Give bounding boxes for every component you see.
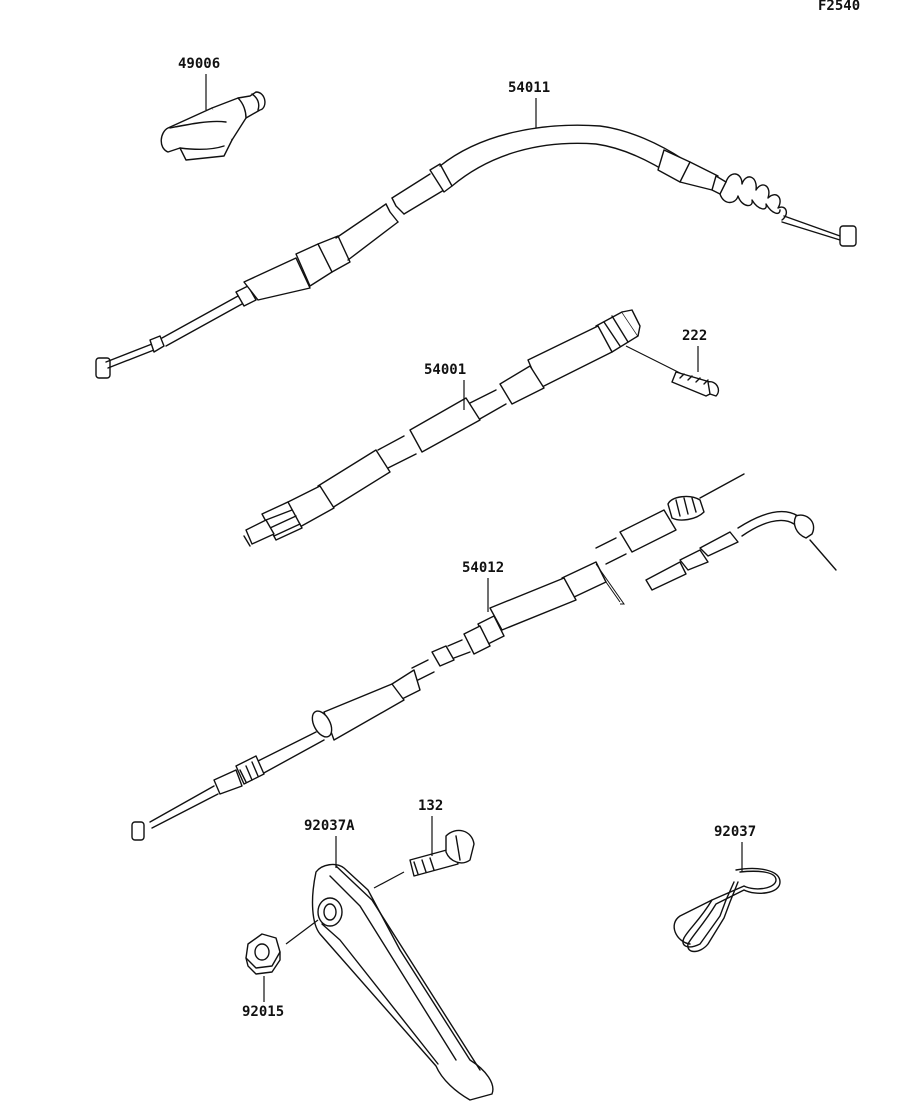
part-222-drawing bbox=[671, 371, 720, 397]
part-label-92015: 92015 bbox=[242, 1004, 284, 1020]
part-92015-drawing bbox=[245, 933, 281, 975]
part-label-92037: 92037 bbox=[714, 824, 756, 840]
part-label-132: 132 bbox=[418, 798, 443, 814]
part-label-54011: 54011 bbox=[508, 80, 550, 96]
part-label-92037A: 92037A bbox=[304, 818, 355, 834]
part-label-54001: 54001 bbox=[424, 362, 466, 378]
part-132-drawing bbox=[409, 829, 475, 877]
part-49006-drawing bbox=[160, 91, 266, 161]
figure-code: F2540 bbox=[818, 0, 860, 14]
part-92037-drawing bbox=[673, 867, 781, 953]
part-54012-drawing bbox=[131, 473, 837, 841]
part-label-54012: 54012 bbox=[462, 560, 504, 576]
part-label-49006: 49006 bbox=[178, 56, 220, 72]
part-label-222: 222 bbox=[682, 328, 707, 344]
part-54001-drawing bbox=[243, 309, 641, 547]
part-92037A-drawing bbox=[311, 863, 494, 1101]
part-54011-drawing bbox=[95, 124, 857, 379]
